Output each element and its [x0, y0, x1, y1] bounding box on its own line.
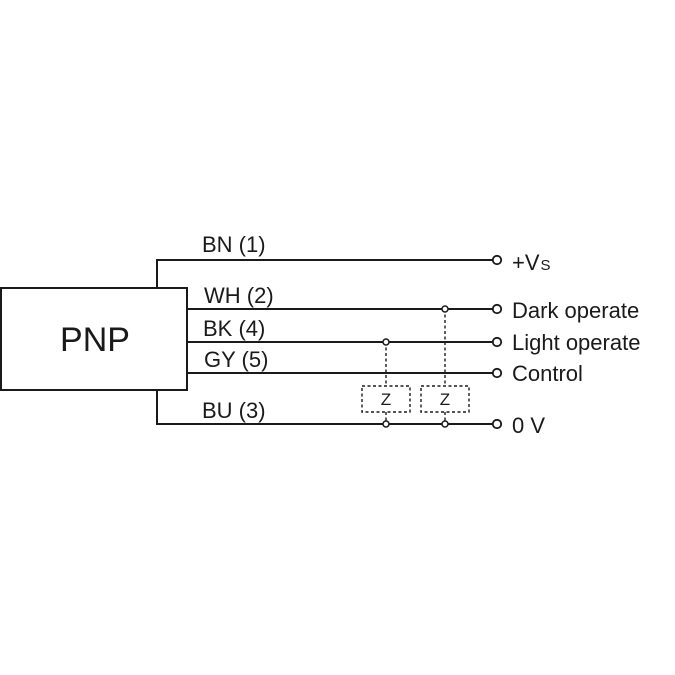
terminal-vs-label: +VS	[512, 250, 551, 275]
wire-bu-label: BU (3)	[202, 398, 266, 423]
terminal-vs	[491, 254, 503, 266]
terminal-control-label: Control	[512, 361, 583, 386]
terminal-control	[491, 367, 503, 379]
junction-bk	[382, 338, 390, 346]
junction-bu-z2	[441, 420, 449, 428]
load-z2-label: Z	[440, 390, 450, 409]
terminal-dark-operate-label: Dark operate	[512, 298, 639, 323]
terminal-vs-main: +V	[512, 250, 540, 275]
junction-wh	[441, 305, 449, 313]
junction-bu-z1	[382, 420, 390, 428]
terminal-zero-volt	[491, 418, 503, 430]
wire-bu	[156, 390, 493, 425]
terminal-light-operate-label: Light operate	[512, 330, 640, 355]
terminal-zero-volt-label: 0 V	[512, 413, 545, 438]
load-z1-box	[361, 385, 411, 413]
pnp-module-label: PNP	[60, 321, 130, 359]
load-z2-box	[420, 385, 470, 413]
pnp-module-box	[0, 287, 188, 391]
wire-wh-label: WH (2)	[204, 283, 274, 308]
load-z1-label: Z	[381, 390, 391, 409]
wire-gy-label: GY (5)	[204, 347, 268, 372]
terminal-dark-operate	[491, 303, 503, 315]
terminal-vs-subscript: S	[541, 257, 551, 274]
wire-bk-label: BK (4)	[203, 316, 265, 341]
terminal-light-operate	[491, 336, 503, 348]
wire-bn	[156, 259, 493, 288]
wire-bn-label: BN (1)	[202, 232, 266, 257]
